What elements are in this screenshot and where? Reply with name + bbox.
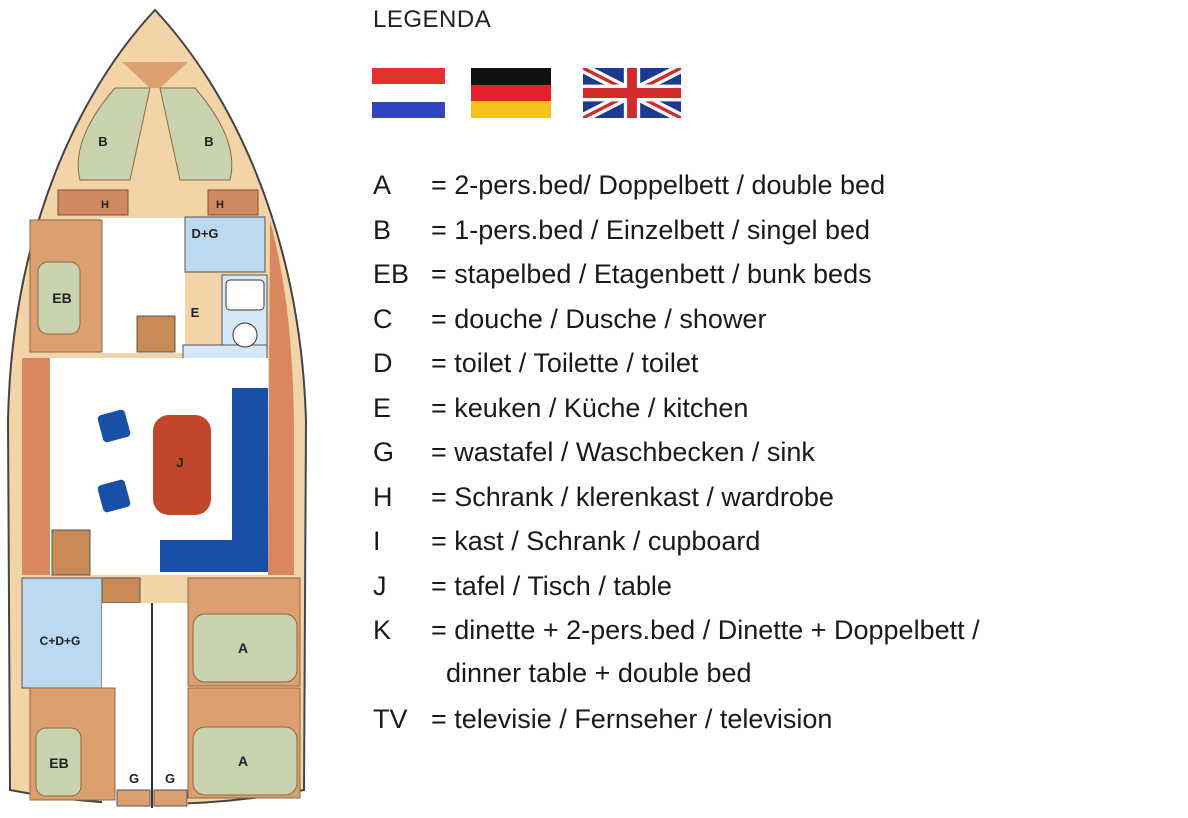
- legend-row-continuation: dinner table + double bed: [373, 658, 752, 689]
- legend-text: dinner table + double bed: [431, 658, 752, 688]
- bed-a-front: [192, 613, 298, 683]
- bow-locker: [122, 62, 188, 88]
- legend-text: = 1-pers.bed / Einzelbett / singel bed: [431, 215, 871, 245]
- legend-text: = dinette + 2-pers.bed / Dinette + Doppe…: [431, 615, 980, 645]
- stairs-aft: [101, 577, 141, 604]
- stairs-forward: [136, 315, 176, 353]
- label-a-front: A: [238, 640, 248, 656]
- legend-key: G: [373, 437, 395, 467]
- netherlands-flag: [372, 68, 445, 118]
- hull-side-left: [22, 358, 50, 575]
- dinette-seat: [160, 388, 268, 572]
- toilet-room-forward: [184, 216, 266, 273]
- legend-text: = tafel / Tisch / table: [431, 571, 672, 601]
- stairs-salon: [51, 529, 91, 576]
- legend-row: E = keuken / Küche / kitchen: [373, 393, 748, 424]
- legend-row: C = douche / Dusche / shower: [373, 304, 766, 335]
- boat-floor-plan: B B H H EB D+G E J C+D+G A A EB G G: [6, 8, 308, 808]
- label-dg: D+G: [191, 226, 218, 241]
- label-b-left: B: [98, 134, 107, 149]
- legend-row: G = wastafel / Waschbecken / sink: [373, 437, 815, 468]
- legend-row: D = toilet / Toilette / toilet: [373, 348, 698, 379]
- legend-text: = kast / Schrank / cupboard: [431, 526, 761, 556]
- label-eb-aft: EB: [49, 755, 68, 771]
- germany-flag: [471, 68, 551, 118]
- label-j: J: [176, 455, 183, 470]
- legend-key: I: [373, 526, 381, 556]
- legend-row: J = tafel / Tisch / table: [373, 571, 672, 602]
- sink-icon: [116, 789, 151, 807]
- legend-row: A = 2-pers.bed/ Doppelbett / double bed: [373, 170, 885, 201]
- label-a-aft: A: [238, 753, 248, 769]
- legend-key: TV: [373, 704, 408, 734]
- chair-icon: [97, 479, 131, 513]
- legend-key: J: [373, 571, 387, 601]
- stove-icon: [225, 279, 265, 311]
- legend-text: = stapelbed / Etagenbett / bunk beds: [431, 259, 872, 289]
- bunk-bed-forward: [37, 261, 81, 335]
- label-h-left: H: [101, 199, 109, 211]
- legend-text: = 2-pers.bed/ Doppelbett / double bed: [431, 170, 886, 200]
- legend-text: = Schrank / klerenkast / wardrobe: [431, 482, 834, 512]
- legend-row: I = kast / Schrank / cupboard: [373, 526, 760, 557]
- bed-b-left: [77, 87, 151, 181]
- bed-b-right: [159, 87, 233, 181]
- wardrobe-left: [57, 189, 129, 216]
- legend-row: B = 1-pers.bed / Einzelbett / singel bed: [373, 215, 870, 246]
- legend-key: K: [373, 615, 392, 645]
- label-b-right: B: [204, 134, 213, 149]
- bathroom-aft: [21, 577, 103, 689]
- label-cdg: C+D+G: [40, 634, 81, 648]
- chair-icon: [97, 409, 131, 443]
- hull-side-right: [268, 220, 294, 575]
- legend-key: E: [373, 393, 392, 423]
- label-g-right: G: [165, 771, 175, 786]
- legend-key: D: [373, 348, 393, 378]
- bunk-bed-aft: [35, 727, 82, 797]
- legend-row: EB = stapelbed / Etagenbett / bunk beds: [373, 259, 872, 290]
- legend-title: LEGENDA: [373, 6, 492, 33]
- wardrobe-right: [207, 189, 259, 216]
- corridor-aft: [102, 603, 188, 808]
- legend-key: C: [373, 304, 393, 334]
- legend-key: EB: [373, 259, 410, 289]
- table-j: [153, 415, 211, 515]
- legend-row: K = dinette + 2-pers.bed / Dinette + Dopp…: [373, 615, 980, 646]
- legend-row: H = Schrank / klerenkast / wardrobe: [373, 482, 834, 513]
- legend-key: B: [373, 215, 392, 245]
- united-kingdom-flag: [583, 68, 681, 118]
- sink-icon: [153, 789, 188, 807]
- legend-row: TV = televisie / Fernseher / television: [373, 704, 832, 735]
- legend-key: A: [373, 170, 392, 200]
- label-e: E: [191, 305, 200, 320]
- bed-a-aft: [192, 726, 298, 796]
- legend-text: = toilet / Toilette / toilet: [431, 348, 699, 378]
- legend-key: H: [373, 482, 393, 512]
- legend-text: = keuken / Küche / kitchen: [431, 393, 749, 423]
- legend-text: = televisie / Fernseher / television: [431, 704, 833, 734]
- label-g-left: G: [129, 771, 139, 786]
- label-eb-forward: EB: [52, 290, 71, 306]
- label-h-right: H: [216, 199, 224, 211]
- legend-text: = wastafel / Waschbecken / sink: [431, 437, 815, 467]
- legend-text: = douche / Dusche / shower: [431, 304, 767, 334]
- kitchen-sink-icon: [232, 322, 258, 348]
